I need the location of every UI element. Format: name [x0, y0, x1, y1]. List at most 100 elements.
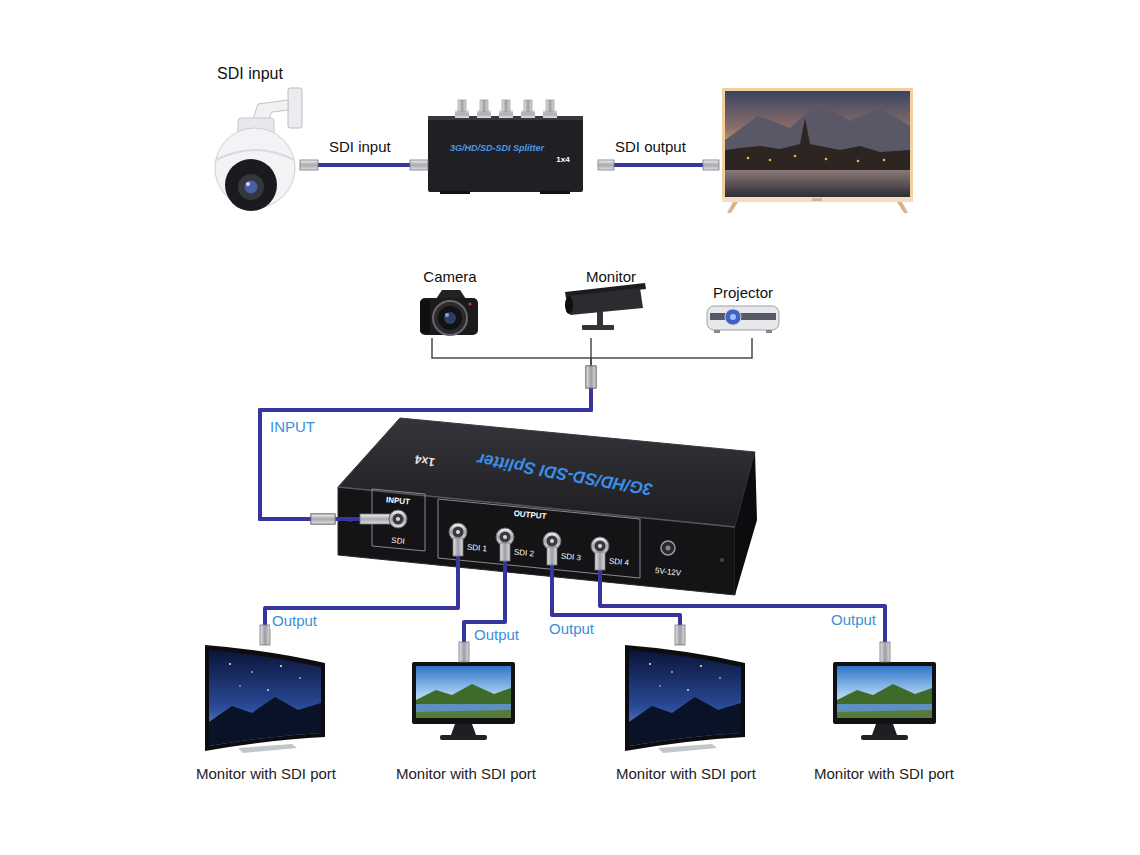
bnc-plug — [880, 642, 890, 662]
bnc-plug — [586, 366, 596, 388]
small-sdi-splitter — [480, 100, 488, 112]
television — [725, 170, 910, 197]
node-text: Monitor with SDI port — [799, 765, 969, 782]
sdi-splitter-1x4 — [393, 514, 404, 525]
television — [722, 197, 913, 202]
sdi-splitter-1x4 — [661, 541, 675, 555]
bnc-plug — [311, 514, 335, 524]
projector — [725, 309, 741, 325]
sdi-splitter-1x4 — [500, 543, 510, 561]
sdi-splitter-1x4 — [595, 552, 605, 570]
dslr-camera — [438, 306, 462, 330]
curved-monitor — [625, 645, 745, 753]
sdi-cable — [260, 338, 752, 524]
ip-camera-node: SDI input — [200, 65, 300, 215]
node-text: INPUT — [386, 495, 411, 507]
cctv-camera — [565, 296, 573, 314]
bnc-plug — [459, 642, 469, 662]
television — [794, 155, 797, 158]
node-text: SDI — [391, 536, 405, 546]
sdi-splitter-1x4 — [335, 517, 362, 521]
bnc-plug — [586, 366, 596, 388]
projector — [710, 313, 776, 320]
projector — [714, 330, 720, 333]
television — [883, 159, 886, 162]
sdi-output-cable — [598, 160, 719, 170]
sdi-cable — [600, 600, 890, 662]
display-node: Monitor with SDI port — [181, 645, 351, 785]
sdi-cable — [260, 338, 596, 524]
source-node: Projector — [698, 283, 788, 338]
node-text: Monitor — [556, 268, 666, 285]
node-text: 1x4 — [414, 451, 436, 468]
sdi-splitter-1x4 — [598, 570, 602, 600]
node-text: Projector — [698, 284, 788, 301]
sdi-splitter-1x4 — [335, 418, 757, 600]
source-node: Monitor — [556, 266, 666, 338]
edge-label: Output — [472, 626, 521, 643]
dslr-camera — [445, 313, 449, 317]
coax-cable — [260, 388, 591, 519]
projector — [707, 306, 779, 333]
display-node: Monitor with SDI port — [799, 662, 969, 785]
display-node: Monitor with SDI port — [381, 662, 551, 785]
sdi-cable — [300, 160, 428, 170]
bnc-plug — [260, 625, 270, 645]
sdi-splitter-1x4 — [547, 547, 557, 565]
dslr-camera — [444, 312, 456, 324]
sdi-splitter-1x4 — [666, 546, 671, 551]
sdi-splitter-1x4 — [338, 487, 735, 595]
small-sdi-splitter — [428, 100, 583, 194]
ip-dome-camera — [225, 159, 277, 211]
dslr-camera — [420, 300, 430, 333]
coax-cable — [260, 388, 591, 519]
cctv-camera — [565, 283, 646, 330]
television — [897, 202, 908, 213]
dslr-camera — [420, 298, 478, 335]
bnc-plug — [675, 625, 685, 645]
node-text: 3G/HD/SD-SDI Splitter — [476, 449, 654, 499]
flat-monitor — [833, 662, 936, 740]
sdi-splitter-1x4 — [456, 556, 460, 600]
node-text: SDI 2 — [514, 547, 535, 558]
television — [825, 158, 828, 161]
splitter-node: 3G/HD/SD-SDI Splitter1x4INPUTSDIOUTPUTSD… — [335, 415, 760, 600]
television — [725, 102, 910, 152]
node-text: 1x4 — [556, 155, 569, 164]
edge-label: Output — [547, 620, 596, 637]
curved-monitor — [205, 645, 325, 753]
edge-label: INPUT — [268, 418, 317, 435]
dslr-camera — [436, 290, 466, 299]
small-sdi-splitter — [502, 100, 510, 112]
bnc-plug — [311, 514, 335, 524]
sdi-splitter-1x4 — [438, 499, 640, 578]
sdi-splitter-1x4 — [338, 487, 735, 527]
edge-label: Output — [829, 611, 878, 628]
sdi-splitter-1x4 — [550, 565, 554, 600]
sdi-splitter-1x4 — [389, 510, 407, 528]
coax-cable — [260, 388, 591, 519]
small-sdi-splitter — [524, 100, 532, 112]
small-sdi-splitter — [440, 191, 470, 194]
sdi-output-cable — [598, 160, 614, 170]
flat-monitor — [833, 662, 936, 740]
television — [769, 159, 772, 162]
small-sdi-splitter — [540, 191, 570, 194]
sdi-cable — [260, 338, 596, 524]
television — [727, 202, 738, 213]
edge-label: SDI input — [327, 138, 393, 155]
sdi-cable — [260, 600, 458, 645]
television — [747, 157, 750, 160]
sdi-splitter-1x4 — [500, 532, 511, 543]
flat-monitor — [412, 662, 515, 740]
cctv-camera — [597, 312, 603, 326]
sdi-splitter-1x4 — [595, 541, 606, 552]
dslr-camera — [468, 302, 471, 305]
bnc-plug — [300, 160, 318, 170]
signal-line — [591, 338, 752, 366]
sdi-splitter-1x4 — [396, 517, 400, 521]
sdi-splitter-1x4 — [503, 535, 507, 539]
bnc-plug — [311, 514, 335, 524]
